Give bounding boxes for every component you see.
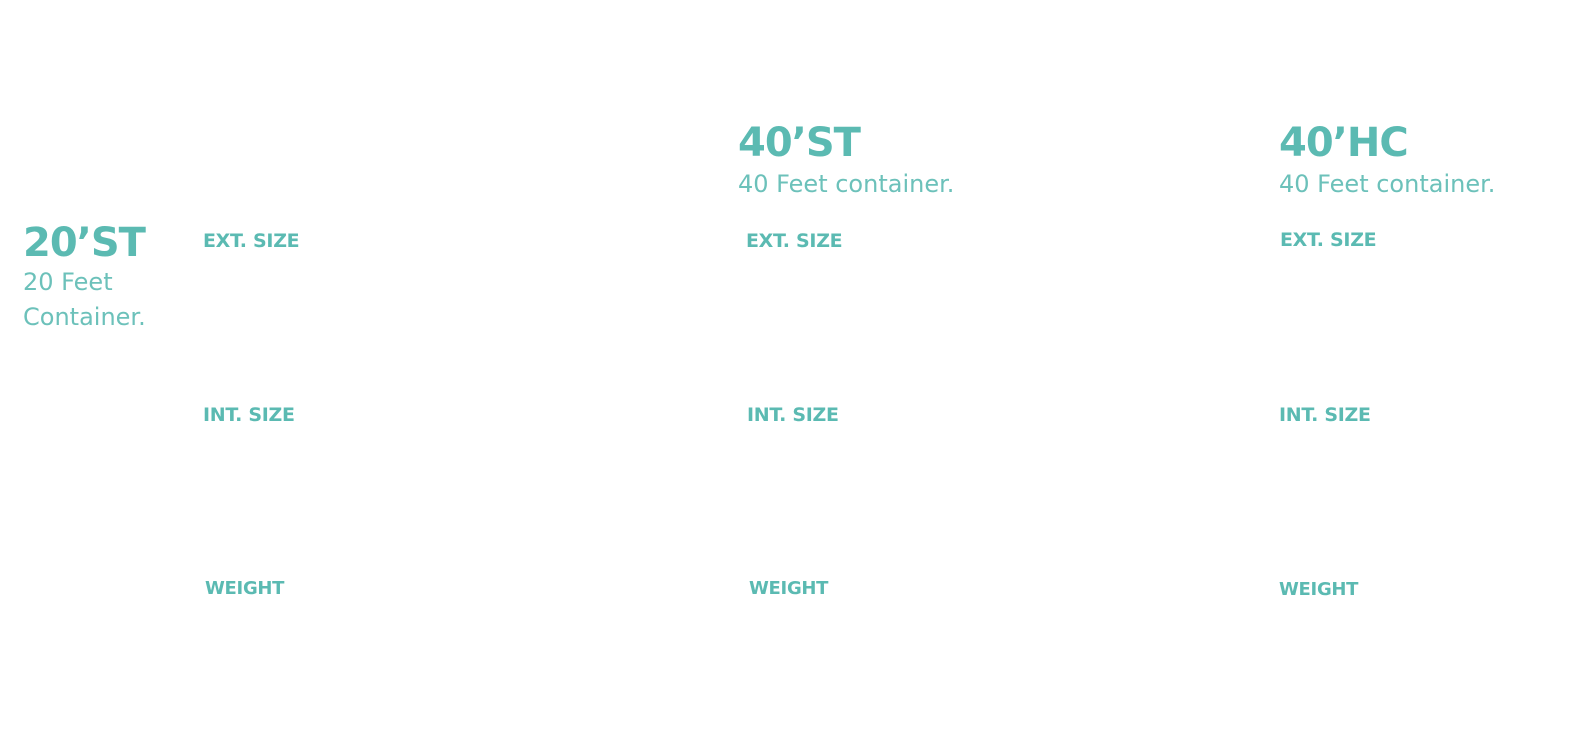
container-description: 40 Feet container. xyxy=(738,170,955,198)
int-size-label: INT. SIZE xyxy=(747,404,839,426)
ext-size-label: EXT. SIZE xyxy=(1280,229,1377,251)
container-description: 20 Feet Container. xyxy=(23,268,146,331)
container-title: 40’HC xyxy=(1279,120,1409,166)
weight-label: WEIGHT xyxy=(1279,579,1359,600)
container-description: 40 Feet container. xyxy=(1279,170,1496,198)
weight-label: WEIGHT xyxy=(749,578,829,599)
ext-size-label: EXT. SIZE xyxy=(746,230,843,252)
container-title: 40’ST xyxy=(738,120,861,166)
int-size-label: INT. SIZE xyxy=(203,404,295,426)
weight-label: WEIGHT xyxy=(205,578,285,599)
int-size-label: INT. SIZE xyxy=(1279,404,1371,426)
ext-size-label: EXT. SIZE xyxy=(203,230,300,252)
container-title: 20’ST xyxy=(23,220,146,266)
